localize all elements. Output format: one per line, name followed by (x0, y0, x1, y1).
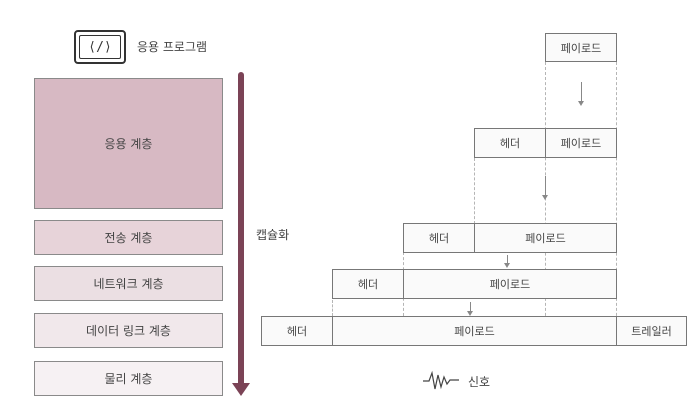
application-program-label: 응용 프로그램 (137, 40, 208, 54)
layer-application: 응용 계층 (34, 78, 223, 209)
arrow-down-icon (504, 255, 510, 268)
layer-label: 전송 계층 (104, 231, 153, 245)
layer-physical: 물리 계층 (34, 361, 223, 396)
guide-line (545, 62, 546, 346)
app-payload-cell: 페이로드 (545, 33, 617, 62)
code-icon: ⟨/⟩ (79, 35, 121, 59)
signal-label: 신호 (468, 375, 491, 389)
layer-label: 응용 계층 (104, 137, 153, 151)
encapsulation-label: 캡슐화 (256, 228, 290, 242)
network-payload-cell: 페이로드 (474, 223, 617, 253)
layer-datalink: 데이터 링크 계층 (34, 313, 223, 348)
arrow-down-icon (542, 176, 548, 200)
transport-header-cell: 헤더 (474, 128, 546, 158)
arrow-down-icon (232, 383, 250, 396)
layer-label: 데이터 링크 계층 (86, 324, 171, 338)
frame-payload-cell: 페이로드 (332, 316, 617, 346)
guide-line (332, 300, 333, 316)
application-icon: ⟨/⟩ (74, 30, 126, 64)
guide-line (474, 158, 475, 224)
layer-label: 물리 계층 (104, 372, 153, 386)
frame-header-cell: 헤더 (261, 316, 333, 346)
layer-label: 네트워크 계층 (93, 277, 164, 291)
transport-payload-cell: 페이로드 (545, 128, 617, 158)
guide-line (616, 62, 617, 346)
arrow-down-icon (578, 82, 584, 106)
layer-network: 네트워크 계층 (34, 266, 223, 301)
encapsulation-arrow (238, 72, 244, 386)
layer-transport: 전송 계층 (34, 220, 223, 255)
datalink-payload-cell: 페이로드 (403, 269, 617, 299)
signal-wave-icon (423, 370, 459, 390)
arrow-down-icon (467, 302, 473, 316)
frame-trailer-cell: 트레일러 (616, 316, 687, 346)
datalink-header-cell: 헤더 (332, 269, 404, 299)
network-header-cell: 헤더 (403, 223, 475, 253)
